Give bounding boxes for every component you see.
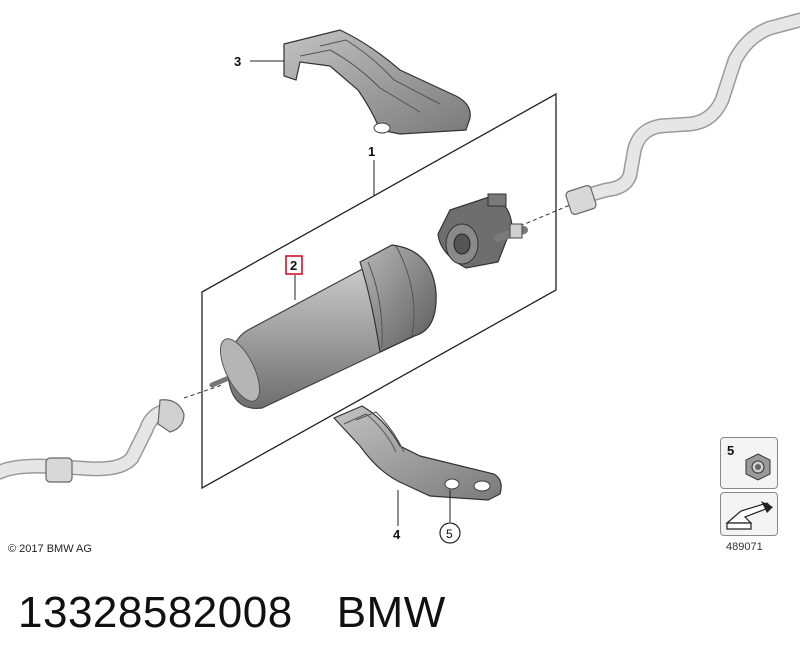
copyright-text: © 2017 BMW AG bbox=[8, 543, 92, 555]
fuel-hose-right bbox=[565, 12, 800, 215]
assembly-frame bbox=[201, 92, 557, 490]
hex-nut-icon bbox=[745, 453, 771, 481]
assembly-axis-left bbox=[183, 384, 223, 399]
lower-bracket bbox=[332, 405, 502, 501]
part-number: 13328582008 bbox=[18, 588, 293, 637]
fuel-hose-left bbox=[0, 399, 185, 483]
direction-arrow-icon bbox=[725, 501, 773, 530]
legend-item-number: 5 bbox=[727, 443, 735, 458]
brand-name: BMW bbox=[336, 588, 446, 637]
callout-2: 2 bbox=[290, 258, 297, 273]
legend-nut-box: 5 bbox=[720, 437, 778, 489]
upper-bracket bbox=[283, 29, 471, 135]
callout-5: 5 bbox=[446, 527, 453, 541]
callout-5-circle bbox=[439, 522, 461, 544]
fuel-filter bbox=[209, 244, 437, 409]
assembly-axis-right bbox=[519, 204, 571, 227]
fuel-connector-valve bbox=[437, 193, 528, 269]
callout-4: 4 bbox=[393, 527, 401, 542]
reference-number: 489071 bbox=[726, 541, 763, 553]
part-number-line: 13328582008 BMW bbox=[18, 588, 446, 638]
callout-2-highlight bbox=[285, 255, 303, 275]
legend-symbol-box bbox=[720, 492, 778, 536]
callout-1: 1 bbox=[368, 144, 375, 159]
callout-3: 3 bbox=[234, 54, 241, 69]
